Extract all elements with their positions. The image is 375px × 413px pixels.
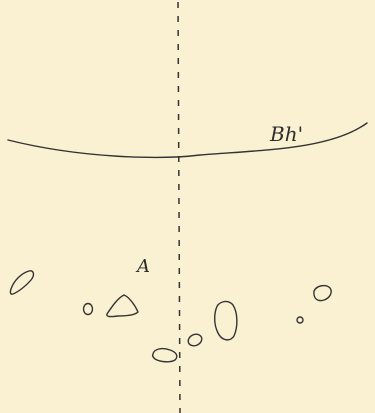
fragment-small-oval bbox=[187, 333, 203, 347]
vertical-dashed-axis bbox=[177, 1, 181, 413]
fragment-tiny-circle bbox=[296, 316, 304, 324]
horizon-boundary-curve bbox=[7, 122, 368, 159]
fragment-left bbox=[9, 270, 35, 295]
fragment-small-circle bbox=[82, 302, 94, 316]
fragment-right bbox=[313, 284, 332, 302]
region-label: A bbox=[135, 256, 150, 277]
fragment-triangle bbox=[106, 294, 139, 318]
boundary-label: Bh' bbox=[269, 122, 303, 146]
fragment-bottom bbox=[151, 347, 178, 363]
fragment-large-oval bbox=[213, 300, 238, 341]
